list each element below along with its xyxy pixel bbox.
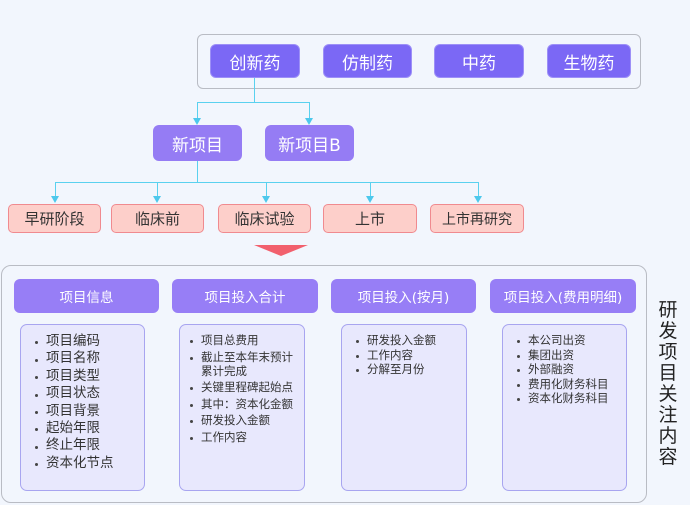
arrow-down-icon	[262, 196, 270, 203]
arrow-down-icon	[51, 196, 59, 203]
stage-clinical-trial[interactable]: 临床试验	[218, 204, 311, 233]
connector-line	[55, 182, 479, 183]
section-body-project-info: 项目编码 项目名称 项目类型 项目状态 项目背景 起始年限 终止年限 资本化节点	[20, 324, 145, 491]
section-body-monthly-investment: 研发投入金额 工作内容 分解至月份	[341, 324, 467, 491]
section-header-project-investment-total: 项目投入合计	[172, 279, 318, 313]
section-header-project-info: 项目信息	[14, 279, 159, 313]
stage-post-launch-research[interactable]: 上市再研究	[430, 204, 524, 233]
list-item: 工作内容	[190, 430, 298, 444]
down-arrow-icon	[254, 245, 308, 256]
connector-line	[370, 182, 371, 196]
arrow-down-icon	[366, 196, 374, 203]
arrow-down-icon	[193, 118, 201, 125]
list-item: 项目状态	[35, 385, 138, 402]
connector-line	[55, 182, 56, 196]
list-item: 项目总费用	[190, 333, 298, 347]
category-innovative-drug[interactable]: 创新药	[210, 44, 300, 78]
list-item: 费用化财务科目	[517, 377, 620, 392]
connector-line	[309, 102, 310, 119]
stage-preclinical[interactable]: 临床前	[111, 204, 204, 233]
focus-content-frame	[1, 265, 647, 503]
section-body-project-investment-total: 项目总费用 截止至本年末预计累计完成 关键里程碑起始点 其中：资本化金额 研发投…	[179, 324, 305, 491]
list-item: 项目名称	[35, 350, 138, 367]
list-item: 分解至月份	[356, 362, 460, 377]
list-item: 项目类型	[35, 368, 138, 385]
category-generic-drug[interactable]: 仿制药	[323, 44, 412, 78]
list-item: 关键里程碑起始点	[190, 380, 298, 394]
connector-line	[266, 182, 267, 196]
connector-line	[197, 102, 310, 103]
list-item: 外部融资	[517, 362, 620, 377]
focus-content-label: 研发项目关注内容	[658, 299, 678, 468]
list-item: 集团出资	[517, 348, 620, 363]
connector-line	[197, 161, 198, 182]
list-item: 研发投入金额	[356, 333, 460, 348]
section-header-expense-details: 项目投入(费用明细)	[490, 279, 636, 313]
category-biologic-drug[interactable]: 生物药	[547, 44, 631, 78]
project-node-new-b[interactable]: 新项目B	[265, 125, 354, 161]
connector-line	[478, 182, 479, 196]
list-item: 本公司出资	[517, 333, 620, 348]
arrow-down-icon	[474, 196, 482, 203]
connector-line	[254, 78, 255, 102]
connector-line	[197, 102, 198, 119]
list-item: 资本化节点	[35, 455, 138, 472]
connector-line	[157, 182, 158, 196]
section-body-expense-details: 本公司出资 集团出资 外部融资 费用化财务科目 资本化财务科目	[502, 324, 627, 491]
list-item: 终止年限	[35, 437, 138, 454]
list-item: 研发投入金额	[190, 413, 298, 427]
section-header-monthly-investment: 项目投入(按月)	[331, 279, 476, 313]
list-item: 项目背景	[35, 403, 138, 420]
stage-early-research[interactable]: 早研阶段	[8, 204, 101, 233]
project-node-new[interactable]: 新项目	[153, 125, 242, 161]
category-group-frame	[197, 34, 641, 89]
arrow-down-icon	[153, 196, 161, 203]
arrow-down-icon	[305, 118, 313, 125]
list-item: 起始年限	[35, 420, 138, 437]
list-item: 截止至本年末预计累计完成	[190, 350, 298, 378]
category-chinese-medicine[interactable]: 中药	[434, 44, 524, 78]
stage-launch[interactable]: 上市	[323, 204, 417, 233]
list-item: 其中：资本化金额	[190, 397, 298, 411]
list-item: 项目编码	[35, 333, 138, 350]
list-item: 工作内容	[356, 348, 460, 363]
list-item: 资本化财务科目	[517, 391, 620, 406]
